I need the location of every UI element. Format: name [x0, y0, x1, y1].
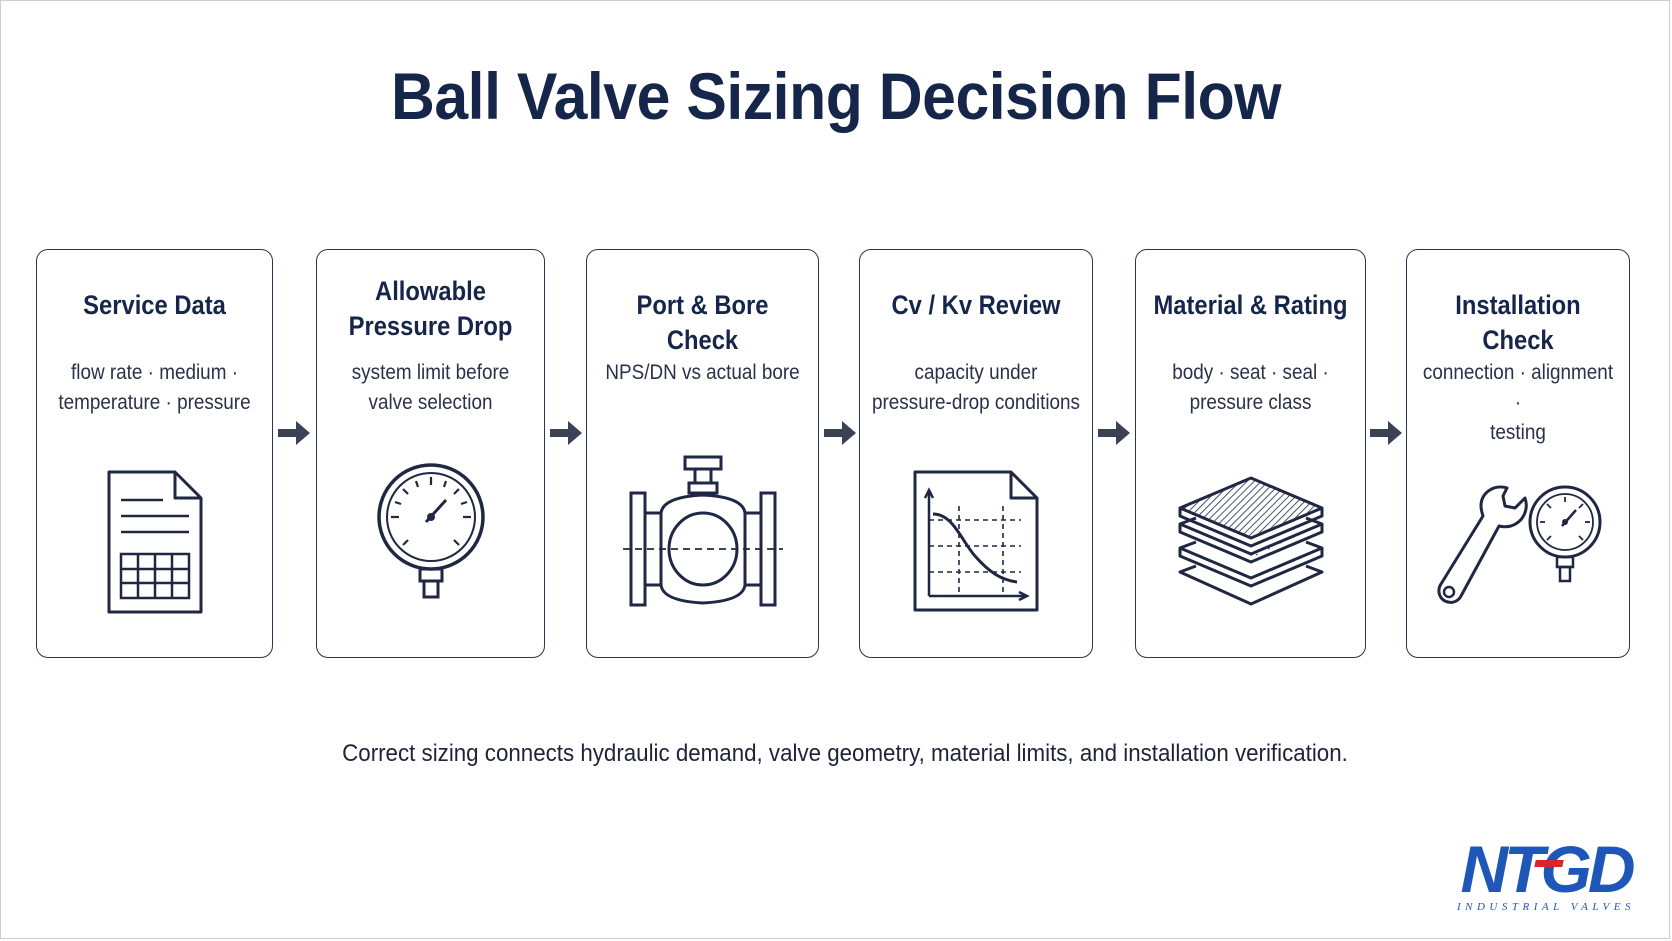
svg-text:NTGD: NTGD: [1461, 840, 1634, 906]
step-title: Material & Rating: [1153, 290, 1348, 320]
flow-curve-document-icon: [913, 470, 1039, 612]
wrench-gauge-icon: [1437, 485, 1602, 604]
page-title: Ball Valve Sizing Decision Flow: [390, 59, 1282, 133]
svg-text:INDUSTRIAL VALVES: INDUSTRIAL VALVES: [1456, 901, 1635, 913]
flow-arrow: [1368, 418, 1404, 448]
step-title: Installation Check: [1455, 290, 1581, 355]
step-title: Port & Bore Check: [636, 290, 769, 355]
footer-caption: Correct sizing connects hydraulic demand…: [342, 740, 1348, 767]
step-title: Cv / Kv Review: [891, 290, 1061, 320]
step-card-installation-check: Installation Check connection · alignmen…: [1406, 249, 1630, 658]
flow-arrow: [276, 418, 312, 448]
step-title: Service Data: [83, 290, 226, 320]
step-description: flow rate · medium · temperature · press…: [58, 361, 251, 414]
ball-valve-icon: [622, 455, 783, 607]
step-card-allowable-pressure-drop: Allowable Pressure Drop system limit bef…: [316, 249, 545, 658]
flow-arrow: [548, 418, 584, 448]
step-description: capacity under pressure-drop conditions: [871, 361, 1081, 414]
company-logo: NTGD INDUSTRIAL VALVES: [1446, 832, 1646, 920]
material-layers-icon: [1178, 476, 1323, 606]
step-description: connection · alignment · testing: [1422, 361, 1614, 444]
step-card-cv-kv-review: Cv / Kv Review capacity under pressure-d…: [859, 249, 1093, 658]
flow-arrow: [822, 418, 858, 448]
step-title: Allowable Pressure Drop: [348, 276, 513, 341]
step-description: NPS/DN vs actual bore: [605, 361, 800, 384]
step-description: system limit before valve selection: [351, 361, 510, 414]
step-description: body · seat · seal · pressure class: [1172, 361, 1329, 414]
spreadsheet-document-icon: [107, 470, 202, 614]
step-card-service-data: Service Data flow rate · medium · temper…: [36, 249, 273, 658]
flow-arrow: [1096, 418, 1132, 448]
step-card-material-rating: Material & Rating body · seat · seal · p…: [1135, 249, 1366, 658]
pressure-gauge-icon: [376, 463, 485, 599]
step-card-port-bore-check: Port & Bore Check NPS/DN vs actual bore: [586, 249, 819, 658]
